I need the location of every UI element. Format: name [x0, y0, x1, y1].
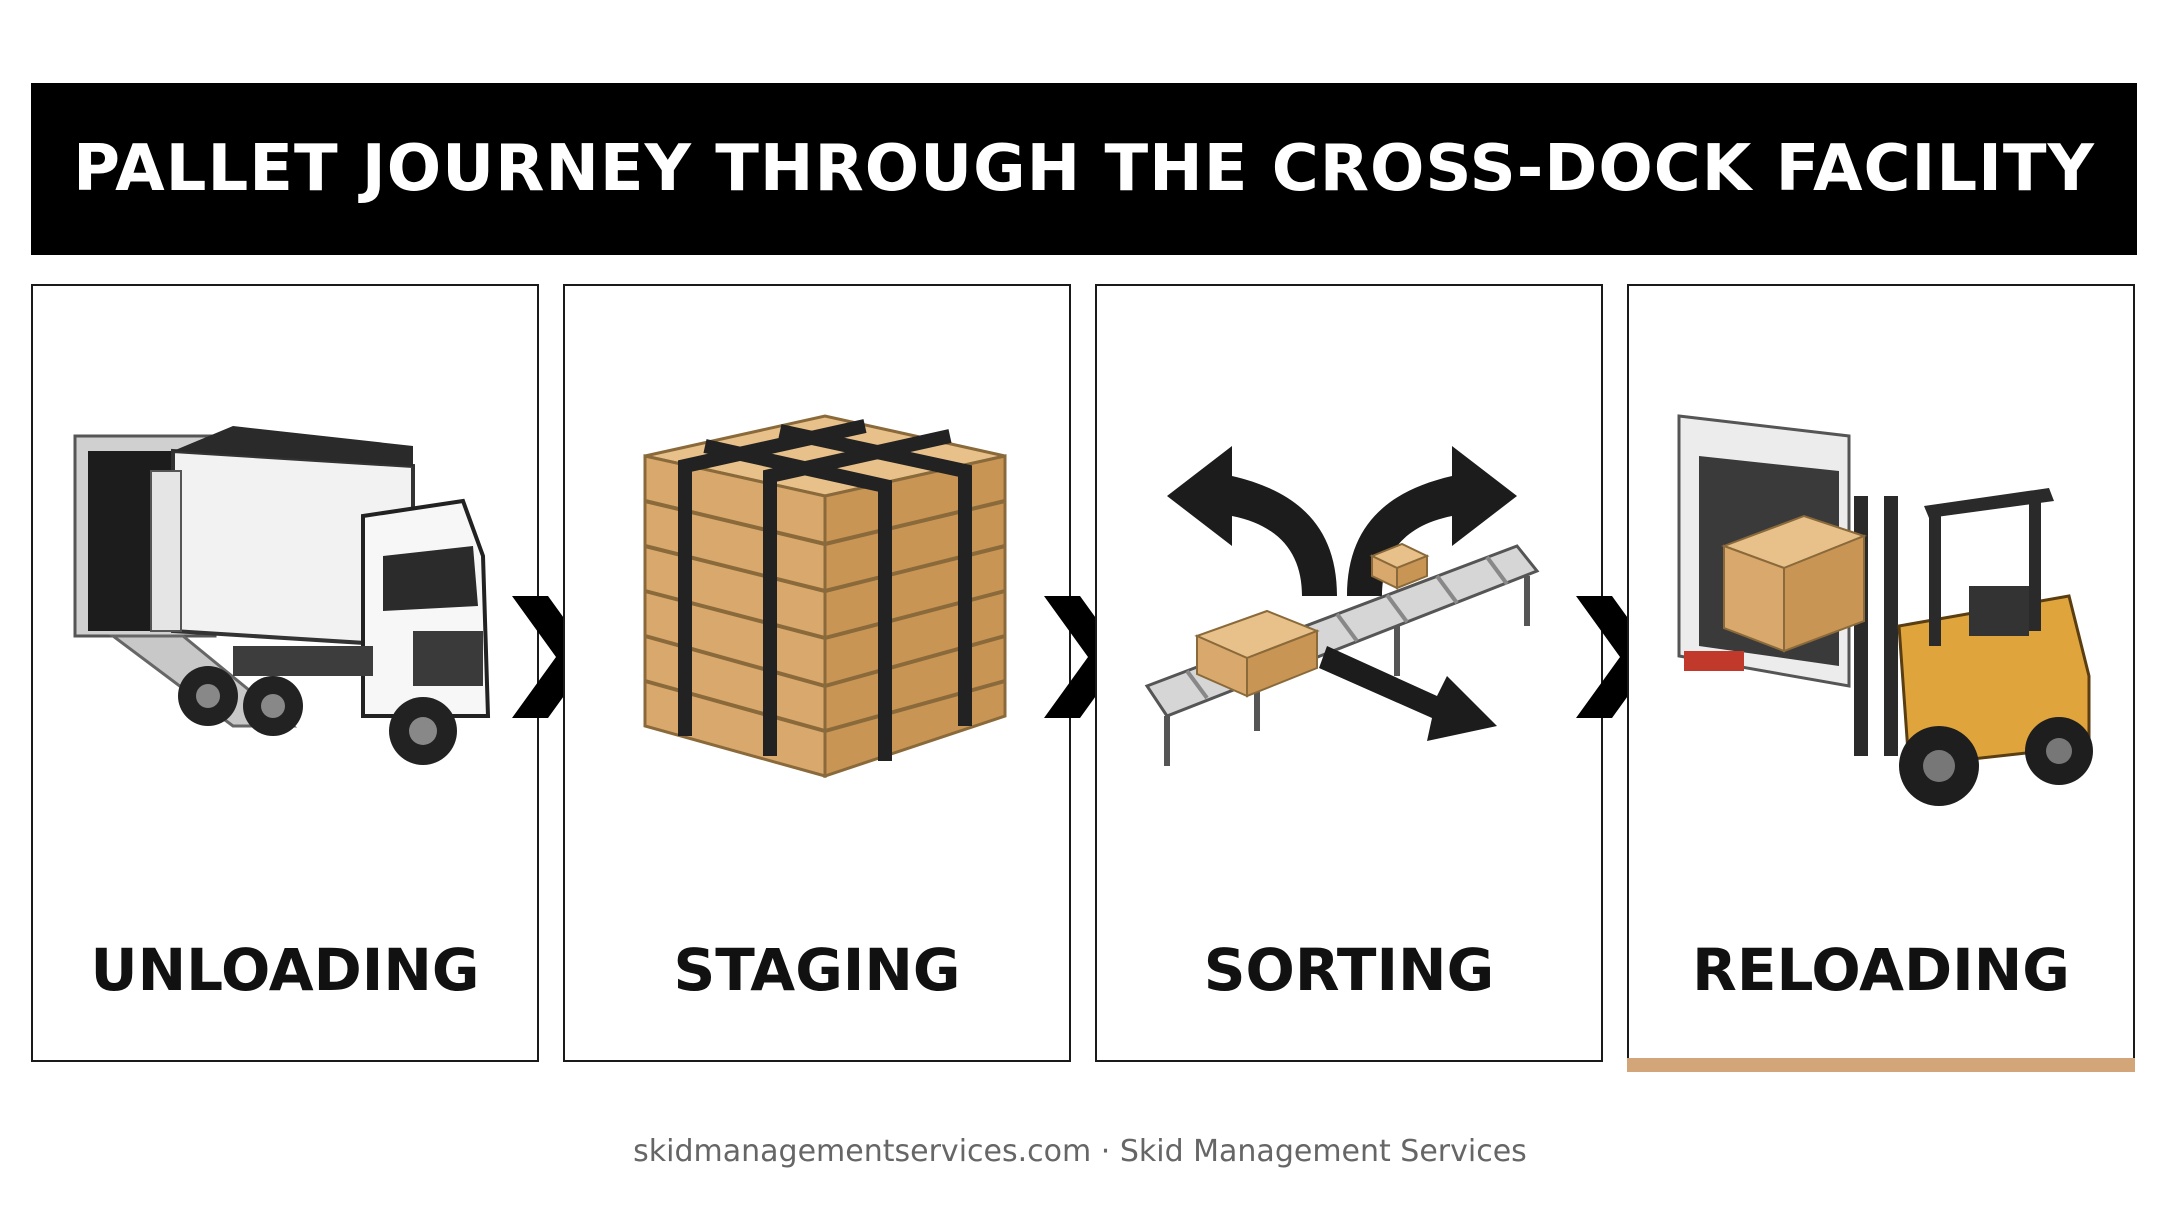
step-label-sorting: SORTING	[1203, 936, 1495, 1004]
conveyor-sort-arrows-icon	[1144, 446, 1540, 766]
step-label-reloading: RELOADING	[1692, 936, 2070, 1004]
truck-at-dock-icon	[73, 426, 491, 765]
strapped-pallet-stack-icon	[643, 414, 1007, 779]
forklift-loading-trailer-icon	[1677, 414, 2093, 806]
step-label-unloading: UNLOADING	[90, 936, 480, 1004]
step-card-unloading: UNLOADING	[31, 284, 539, 1062]
page-title: PALLET JOURNEY THROUGH THE CROSS-DOCK FA…	[31, 83, 2137, 255]
footer-credit: skidmanagementservices.com · Skid Manage…	[633, 1134, 1527, 1169]
step-card-sorting: SORTING	[1095, 284, 1603, 1062]
step-card-reloading: RELOADING	[1627, 284, 2135, 1072]
step-label-staging: STAGING	[673, 936, 961, 1004]
step-card-staging: STAGING	[563, 284, 1071, 1062]
